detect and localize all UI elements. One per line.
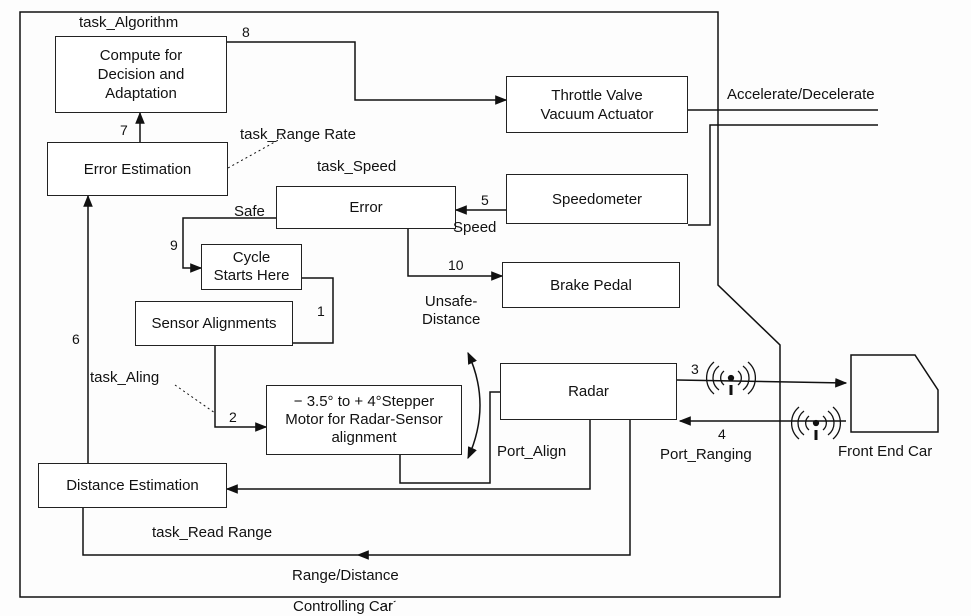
label-range-distance: Range/Distance: [292, 567, 399, 585]
wire-2: [215, 343, 266, 427]
number-2: 2: [229, 409, 237, 425]
label-port-ranging: Port_Ranging: [660, 446, 752, 464]
label-speed: Speed: [453, 219, 496, 237]
label-front-end-car: Front End Car: [838, 443, 932, 461]
number-10: 10: [448, 257, 464, 273]
stepper-motor-block: − 3.5° to + 4°Stepper Motor for Radar-Se…: [266, 385, 462, 455]
number-3: 3: [691, 361, 699, 377]
throttle-valve-block: Throttle Valve Vacuum Actuator: [506, 76, 688, 133]
antenna-signal-icon: [707, 362, 756, 395]
radar-block: Radar: [500, 363, 677, 420]
label-port-align: Port_Align: [497, 443, 566, 461]
compute-block: Compute for Decision and Adaptation: [55, 36, 227, 113]
number-8: 8: [242, 24, 250, 40]
brake-pedal-block: Brake Pedal: [502, 262, 680, 308]
label-unsafe-distance: Unsafe- Distance: [422, 293, 480, 329]
wire-3: [677, 380, 846, 383]
label-task-read-range: task_Read Range: [152, 524, 272, 542]
number-7: 7: [120, 122, 128, 138]
leader-task-aling: [175, 385, 215, 413]
error-block: Error: [276, 186, 456, 229]
speedometer-block: Speedometer: [506, 174, 688, 224]
front-end-car-shape: [851, 355, 938, 432]
number-5: 5: [481, 192, 489, 208]
number-9: 9: [170, 237, 178, 253]
cycle-start-block: Cycle Starts Here: [201, 244, 302, 290]
label-safe: Safe: [234, 203, 265, 221]
number-4: 4: [718, 426, 726, 442]
distance-estimation-block: Distance Estimation: [38, 463, 227, 508]
wire-8: [227, 42, 506, 100]
wire-speed-feedback: [688, 125, 878, 225]
label-controlling-car: Controlling Car: [293, 598, 393, 616]
number-6: 6: [72, 331, 80, 347]
number-1: 1: [317, 303, 325, 319]
label-task-aling: task_Aling: [90, 369, 159, 387]
label-task-speed: task_Speed: [317, 158, 396, 176]
label-accelerate-decelerate: Accelerate/Decelerate: [727, 86, 875, 104]
error-estimation-block: Error Estimation: [47, 142, 228, 196]
label-task-algorithm: task_Algorithm: [79, 14, 178, 32]
antenna-signal-icon: [792, 407, 841, 440]
sensor-alignments-block: Sensor Alignments: [135, 301, 293, 346]
rotation-arc: [468, 353, 480, 458]
label-task-range-rate: task_Range Rate: [240, 126, 356, 144]
